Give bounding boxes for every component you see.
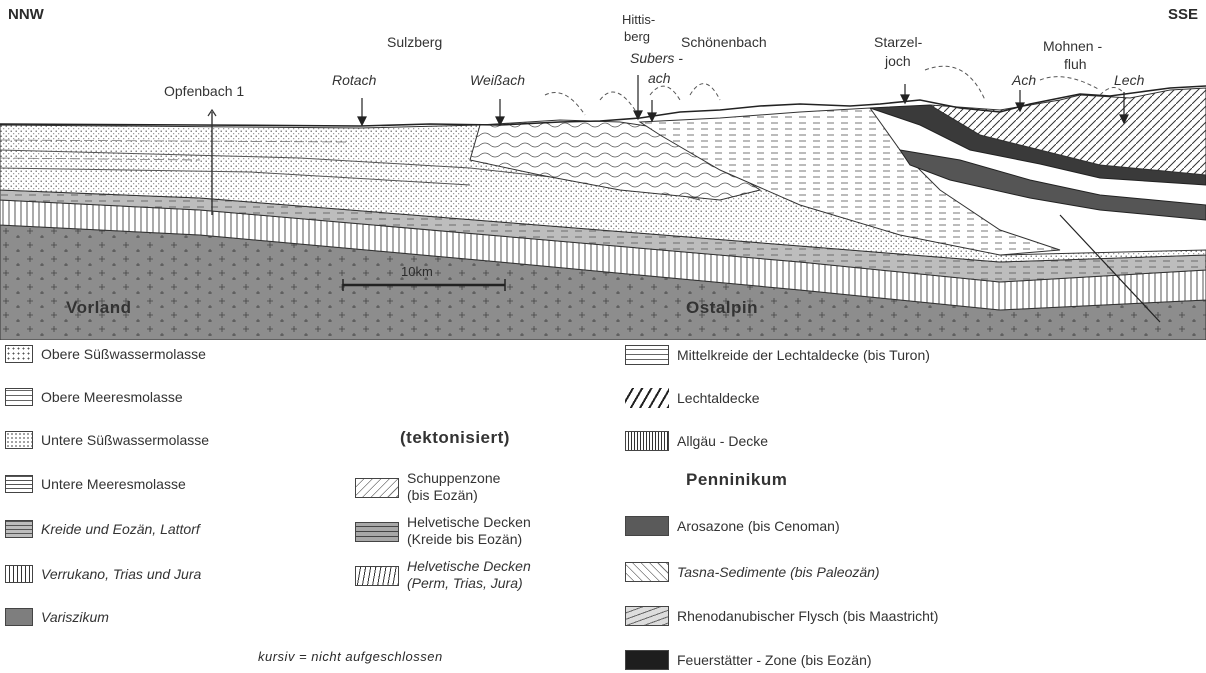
place-subersach-1: Subers - [630, 50, 683, 66]
legend-arosazone: Arosazone (bis Cenoman) [625, 516, 840, 536]
heading-tektonisiert: (tektonisiert) [400, 428, 510, 448]
footnote: kursiv = nicht aufgeschlossen [258, 649, 443, 664]
legend-mittelkreide: Mittelkreide der Lechtaldecke (bis Turon… [625, 345, 930, 365]
place-lech: Lech [1114, 72, 1144, 88]
legend-variszikum: Variszikum [5, 608, 109, 626]
swatch-diagonal [625, 388, 669, 408]
place-starzeljoch-1: Starzel- [874, 34, 922, 50]
swatch-wavy [355, 478, 399, 498]
legend-lechtaldecke: Lechtaldecke [625, 388, 760, 408]
legend-obere-meeresmolasse: Obere Meeresmolasse [5, 388, 183, 406]
place-rotach: Rotach [332, 72, 376, 88]
swatch-grey-lines [355, 522, 399, 542]
scale-label: 10km [401, 264, 433, 279]
place-sulzberg: Sulzberg [387, 34, 442, 50]
heading-ostalpin: Ostalpin [686, 298, 758, 318]
swatch-dense-dashes [5, 475, 33, 493]
legend-untere-suesswassermolasse: Untere Süßwassermolasse [5, 431, 209, 449]
legend-untere-meeresmolasse: Untere Meeresmolasse [5, 475, 186, 493]
heading-vorland: Vorland [66, 298, 132, 318]
swatch-dense-vlines [625, 431, 669, 451]
swatch-grey [5, 608, 33, 626]
place-hittisberg-2: berg [624, 29, 650, 44]
swatch-dashes [5, 388, 33, 406]
swatch-dark-grey [625, 516, 669, 536]
swatch-dots [5, 345, 33, 363]
place-hittisberg-1: Hittis- [622, 12, 655, 27]
label-sse: SSE [1168, 6, 1198, 23]
swatch-dash-lines [625, 345, 669, 365]
place-schoenenbach: Schönenbach [681, 34, 767, 50]
swatch-vlines [5, 565, 33, 583]
legend-schuppenzone: Schuppenzone (bis Eozän) [355, 470, 500, 504]
swatch-fine-dots [5, 431, 33, 449]
swatch-s-marks [625, 562, 669, 582]
geologic-cross-section [0, 0, 1206, 340]
place-weissach: Weißach [470, 72, 525, 88]
legend-flysch: Rhenodanubischer Flysch (bis Maastricht) [625, 606, 938, 626]
legend-helvetische-perm: Helvetische Decken (Perm, Trias, Jura) [355, 558, 531, 592]
place-starzeljoch-2: joch [885, 53, 911, 69]
swatch-oblique-lines [355, 566, 399, 586]
legend-feuerstaetter: Feuerstätter - Zone (bis Eozän) [625, 650, 872, 670]
heading-penninikum: Penninikum [686, 470, 787, 490]
swatch-light-wavy [625, 606, 669, 626]
label-nnw: NNW [8, 6, 44, 23]
legend-tasna: Tasna-Sedimente (bis Paleozän) [625, 562, 880, 582]
legend-allgaeu-decke: Allgäu - Decke [625, 431, 768, 451]
swatch-black [625, 650, 669, 670]
place-opfenbach: Opfenbach 1 [164, 83, 244, 99]
legend-helvetische-kreide: Helvetische Decken (Kreide bis Eozän) [355, 514, 531, 548]
legend-verrukano: Verrukano, Trias und Jura [5, 565, 201, 583]
place-ach: Ach [1012, 72, 1036, 88]
place-mohnenfluh-1: Mohnen - [1043, 38, 1102, 54]
legend-obere-suesswassermolasse: Obere Süßwassermolasse [5, 345, 206, 363]
legend-kreide-eozaen: Kreide und Eozän, Lattorf [5, 520, 200, 538]
place-subersach-2: ach [648, 70, 671, 86]
swatch-grey-dashes [5, 520, 33, 538]
place-mohnenfluh-2: fluh [1064, 56, 1087, 72]
